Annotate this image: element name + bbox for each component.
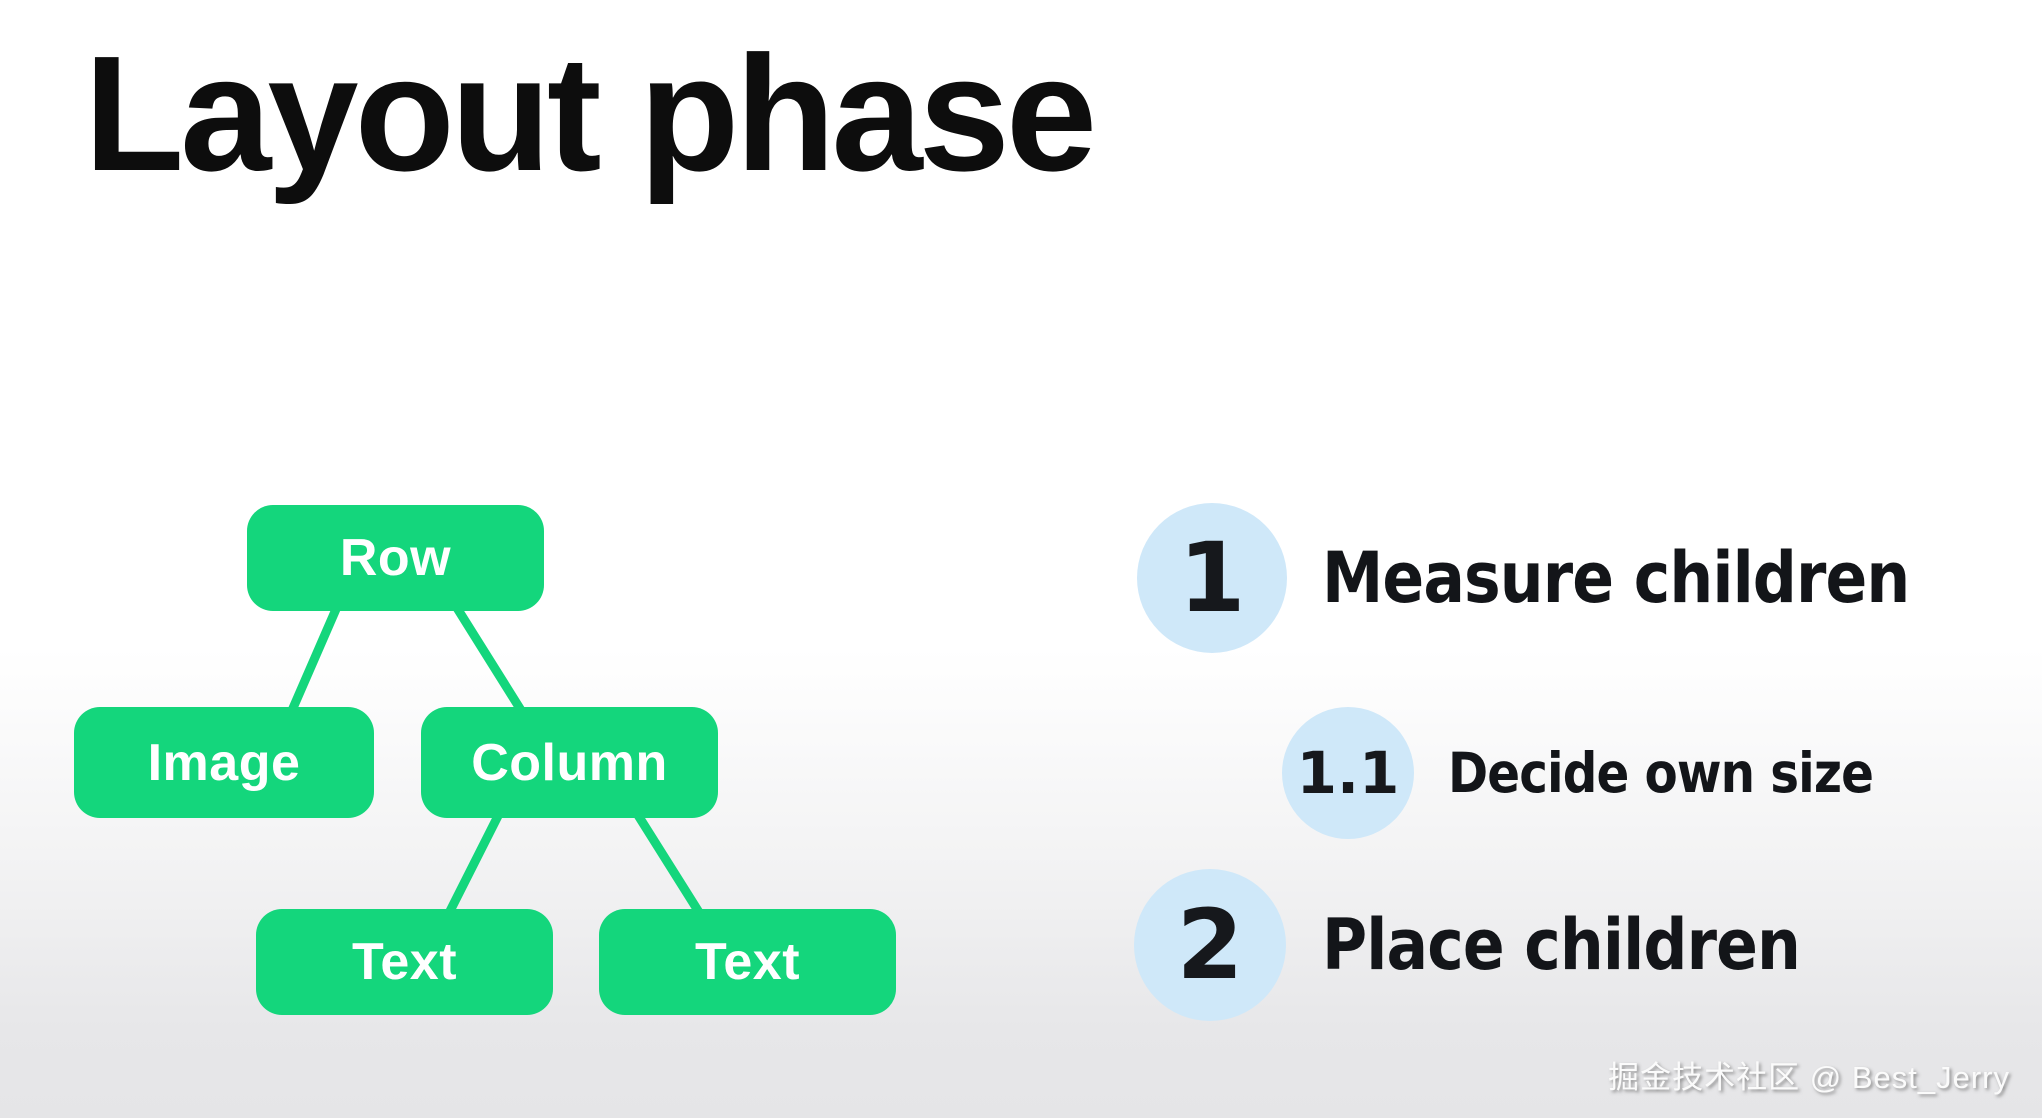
edge-row-column bbox=[447, 595, 529, 720]
tree-node-label: Text bbox=[351, 933, 458, 991]
edge-row-image bbox=[285, 595, 345, 720]
step-number: 1 bbox=[1178, 522, 1246, 634]
tree-node-text-left: Text bbox=[256, 909, 553, 1015]
watermark: 掘金技术社区 @ Best_Jerry bbox=[1608, 1060, 2010, 1095]
step-label-measure-children: Measure children bbox=[1322, 537, 1910, 619]
step-number-badge-1: 1 bbox=[1137, 503, 1287, 653]
step-label-decide-own-size: Decide own size bbox=[1448, 741, 1874, 805]
step-number: 2 bbox=[1176, 889, 1244, 1001]
edge-column-text2 bbox=[631, 807, 707, 922]
tree-node-text-right: Text bbox=[599, 909, 896, 1015]
edge-column-text1 bbox=[442, 807, 505, 922]
tree-node-row: Row bbox=[247, 505, 544, 611]
step-number-badge-1-1: 1.1 bbox=[1282, 707, 1414, 839]
tree-node-label: Image bbox=[147, 733, 301, 792]
tree-node-column: Column bbox=[421, 707, 718, 818]
step-number-badge-2: 2 bbox=[1134, 869, 1286, 1021]
tree-node-image: Image bbox=[74, 707, 374, 818]
tree-node-label: Column bbox=[471, 733, 668, 792]
step-label-place-children: Place children bbox=[1322, 904, 1801, 986]
tree-node-label: Row bbox=[339, 529, 452, 587]
page-title: Layout phase bbox=[84, 22, 1097, 205]
step-number: 1.1 bbox=[1296, 739, 1400, 807]
tree-node-label: Text bbox=[694, 933, 801, 991]
